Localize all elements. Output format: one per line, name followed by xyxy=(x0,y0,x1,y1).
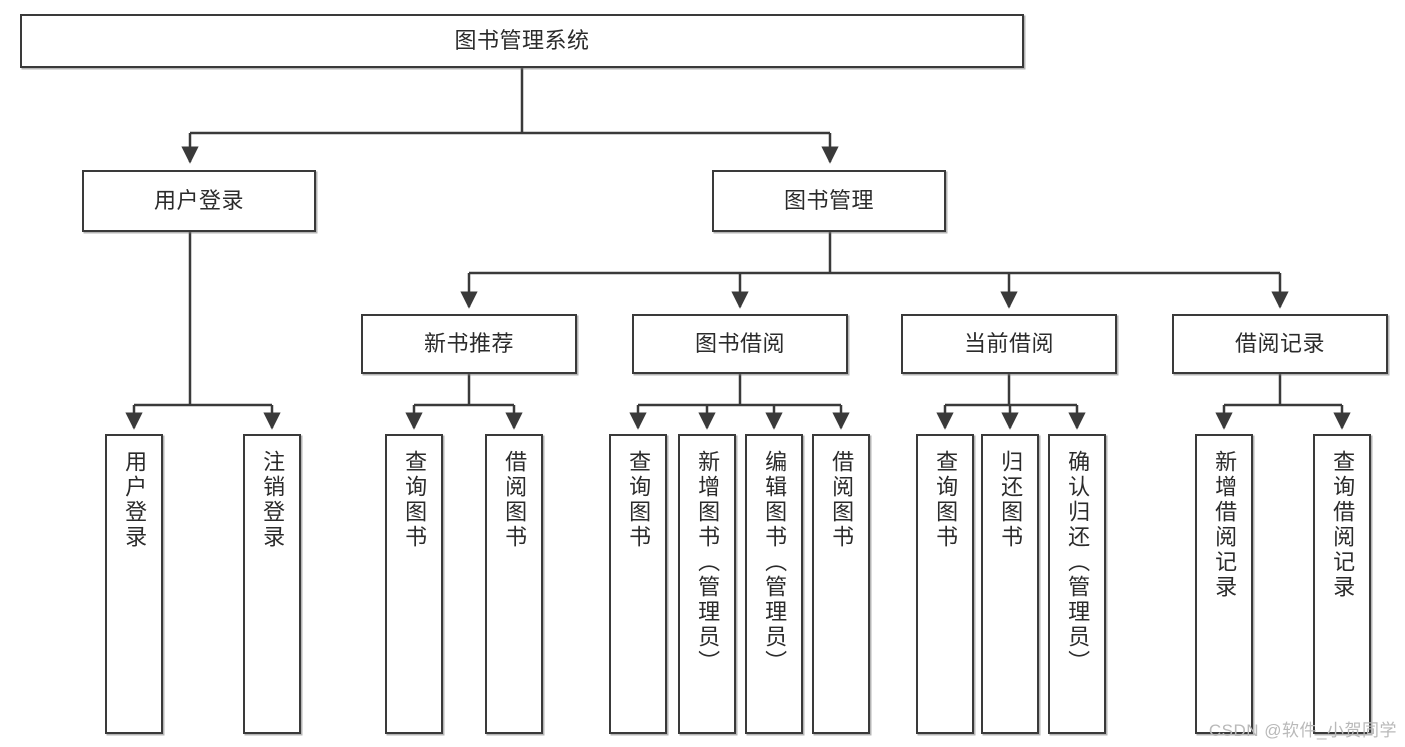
node-new-book-rec-label: 新书推荐 xyxy=(423,331,514,357)
node-leaf-cb-query-book-label: 查询图书 xyxy=(933,450,959,550)
node-leaf-user-login-label: 用户登录 xyxy=(122,450,148,550)
node-leaf-bb-edit-book-label: 编辑图书（管理员） xyxy=(762,450,788,675)
node-leaf-bb-edit-book[interactable]: 编辑图书（管理员） xyxy=(745,434,803,734)
node-leaf-cb-confirm-return-label: 确认归还（管理员） xyxy=(1065,450,1091,675)
node-leaf-cb-return-book-label: 归还图书 xyxy=(998,450,1024,550)
node-leaf-user-login[interactable]: 用户登录 xyxy=(105,434,163,734)
node-leaf-bb-query-book[interactable]: 查询图书 xyxy=(609,434,667,734)
node-leaf-bb-add-book-label: 新增图书（管理员） xyxy=(695,450,721,675)
node-root-label: 图书管理系统 xyxy=(454,28,590,54)
node-leaf-br-add-record-label: 新增借阅记录 xyxy=(1212,450,1238,600)
node-book-manage-label: 图书管理 xyxy=(783,188,874,214)
node-root[interactable]: 图书管理系统 xyxy=(20,14,1024,68)
node-leaf-bb-query-book-label: 查询图书 xyxy=(626,450,652,550)
node-current-borrow[interactable]: 当前借阅 xyxy=(901,314,1117,374)
node-leaf-cb-query-book[interactable]: 查询图书 xyxy=(916,434,974,734)
node-current-borrow-label: 当前借阅 xyxy=(963,331,1054,357)
node-leaf-bb-borrow-book-label: 借阅图书 xyxy=(829,450,855,550)
node-borrow-record-label: 借阅记录 xyxy=(1234,331,1325,357)
node-leaf-user-logout-label: 注销登录 xyxy=(260,450,286,550)
node-new-book-rec[interactable]: 新书推荐 xyxy=(361,314,577,374)
node-leaf-rec-borrow-book-label: 借阅图书 xyxy=(502,450,528,550)
node-leaf-br-query-record[interactable]: 查询借阅记录 xyxy=(1313,434,1371,734)
node-user-login[interactable]: 用户登录 xyxy=(82,170,316,232)
node-leaf-rec-query-book[interactable]: 查询图书 xyxy=(385,434,443,734)
node-leaf-br-add-record[interactable]: 新增借阅记录 xyxy=(1195,434,1253,734)
node-leaf-rec-query-book-label: 查询图书 xyxy=(402,450,428,550)
watermark-text: CSDN @软件_小贺同学 xyxy=(1208,721,1397,740)
node-leaf-bb-add-book[interactable]: 新增图书（管理员） xyxy=(678,434,736,734)
node-book-borrow-label: 图书借阅 xyxy=(694,331,785,357)
node-borrow-record[interactable]: 借阅记录 xyxy=(1172,314,1388,374)
node-leaf-rec-borrow-book[interactable]: 借阅图书 xyxy=(485,434,543,734)
node-leaf-cb-confirm-return[interactable]: 确认归还（管理员） xyxy=(1048,434,1106,734)
node-leaf-user-logout[interactable]: 注销登录 xyxy=(243,434,301,734)
node-leaf-br-query-record-label: 查询借阅记录 xyxy=(1330,450,1356,600)
node-book-manage[interactable]: 图书管理 xyxy=(712,170,946,232)
node-user-login-label: 用户登录 xyxy=(153,188,244,214)
node-leaf-bb-borrow-book[interactable]: 借阅图书 xyxy=(812,434,870,734)
node-book-borrow[interactable]: 图书借阅 xyxy=(632,314,848,374)
node-leaf-cb-return-book[interactable]: 归还图书 xyxy=(981,434,1039,734)
